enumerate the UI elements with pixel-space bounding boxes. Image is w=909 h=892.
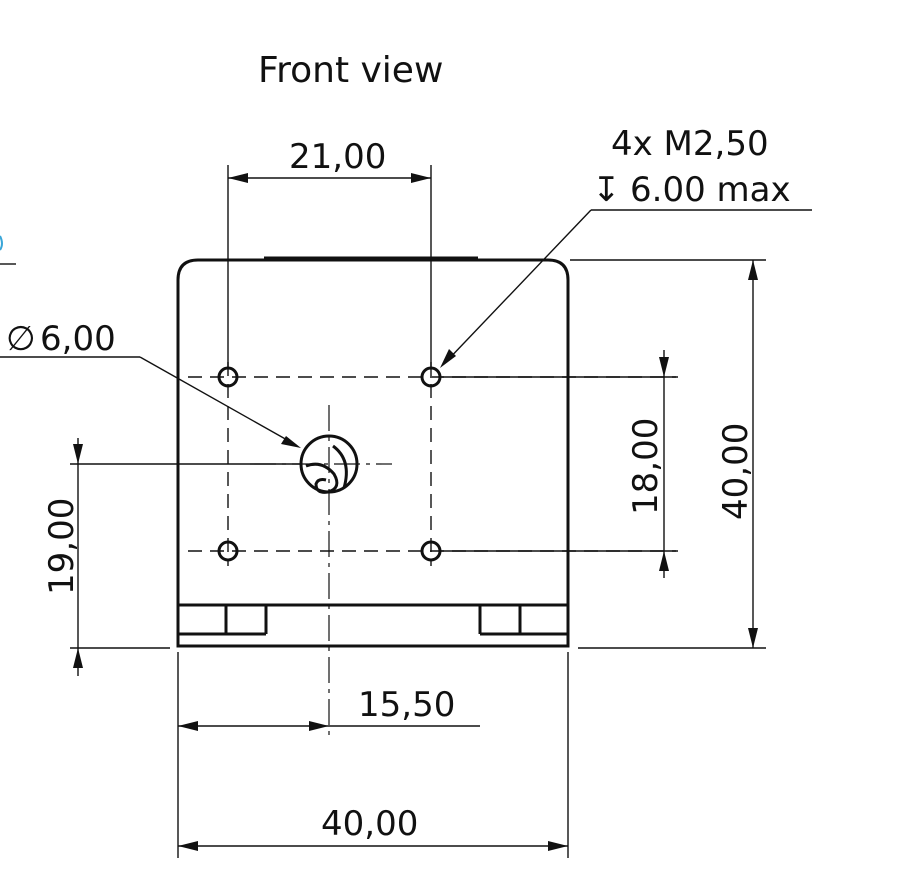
arrow-width-right bbox=[548, 841, 568, 851]
mount-hole-bottom-left bbox=[217, 540, 239, 562]
thread-leader-line bbox=[443, 209, 592, 365]
thread-depth-symbol: ↧ bbox=[592, 170, 621, 210]
arrow-width-left bbox=[178, 841, 198, 851]
thread-callout-line2: 6.00 max bbox=[630, 170, 791, 210]
arrow-height-top bbox=[748, 260, 758, 280]
arrow-19-top bbox=[73, 444, 83, 464]
edge-accent-mark bbox=[0, 235, 3, 251]
thread-callout-line1: 4x M2,50 bbox=[611, 124, 769, 164]
view-title: Front view bbox=[258, 50, 443, 91]
housing-outline bbox=[176, 258, 570, 648]
bore-inner-arc bbox=[332, 444, 348, 489]
bore-diameter-symbol: ∅ bbox=[6, 319, 36, 359]
arrow-15-50-right bbox=[309, 721, 329, 731]
arrow-21-left bbox=[228, 173, 248, 183]
bore-diameter-label: 6,00 bbox=[40, 319, 116, 359]
bore-leader-arrow bbox=[281, 436, 301, 448]
dim-label-bore-height: 19,00 bbox=[42, 498, 82, 595]
arrow-15-50-left bbox=[178, 721, 198, 731]
bore-leader-line bbox=[139, 356, 297, 446]
dim-label-overall-width: 40,00 bbox=[321, 804, 418, 844]
bore-cable-detail bbox=[305, 462, 339, 494]
thread-leader-arrow bbox=[440, 349, 456, 368]
arrow-18-bottom bbox=[659, 551, 669, 571]
arrow-19-bottom bbox=[73, 648, 83, 668]
arrow-height-bottom bbox=[748, 628, 758, 648]
dim-label-overall-height: 40,00 bbox=[716, 423, 756, 520]
arrow-18-top bbox=[659, 357, 669, 377]
dim-label-vertical-hole-spacing: 18,00 bbox=[626, 418, 666, 515]
dim-label-top-hole-spacing: 21,00 bbox=[289, 137, 386, 177]
dim-label-bore-offset: 15,50 bbox=[358, 685, 455, 725]
arrow-21-right bbox=[411, 173, 431, 183]
